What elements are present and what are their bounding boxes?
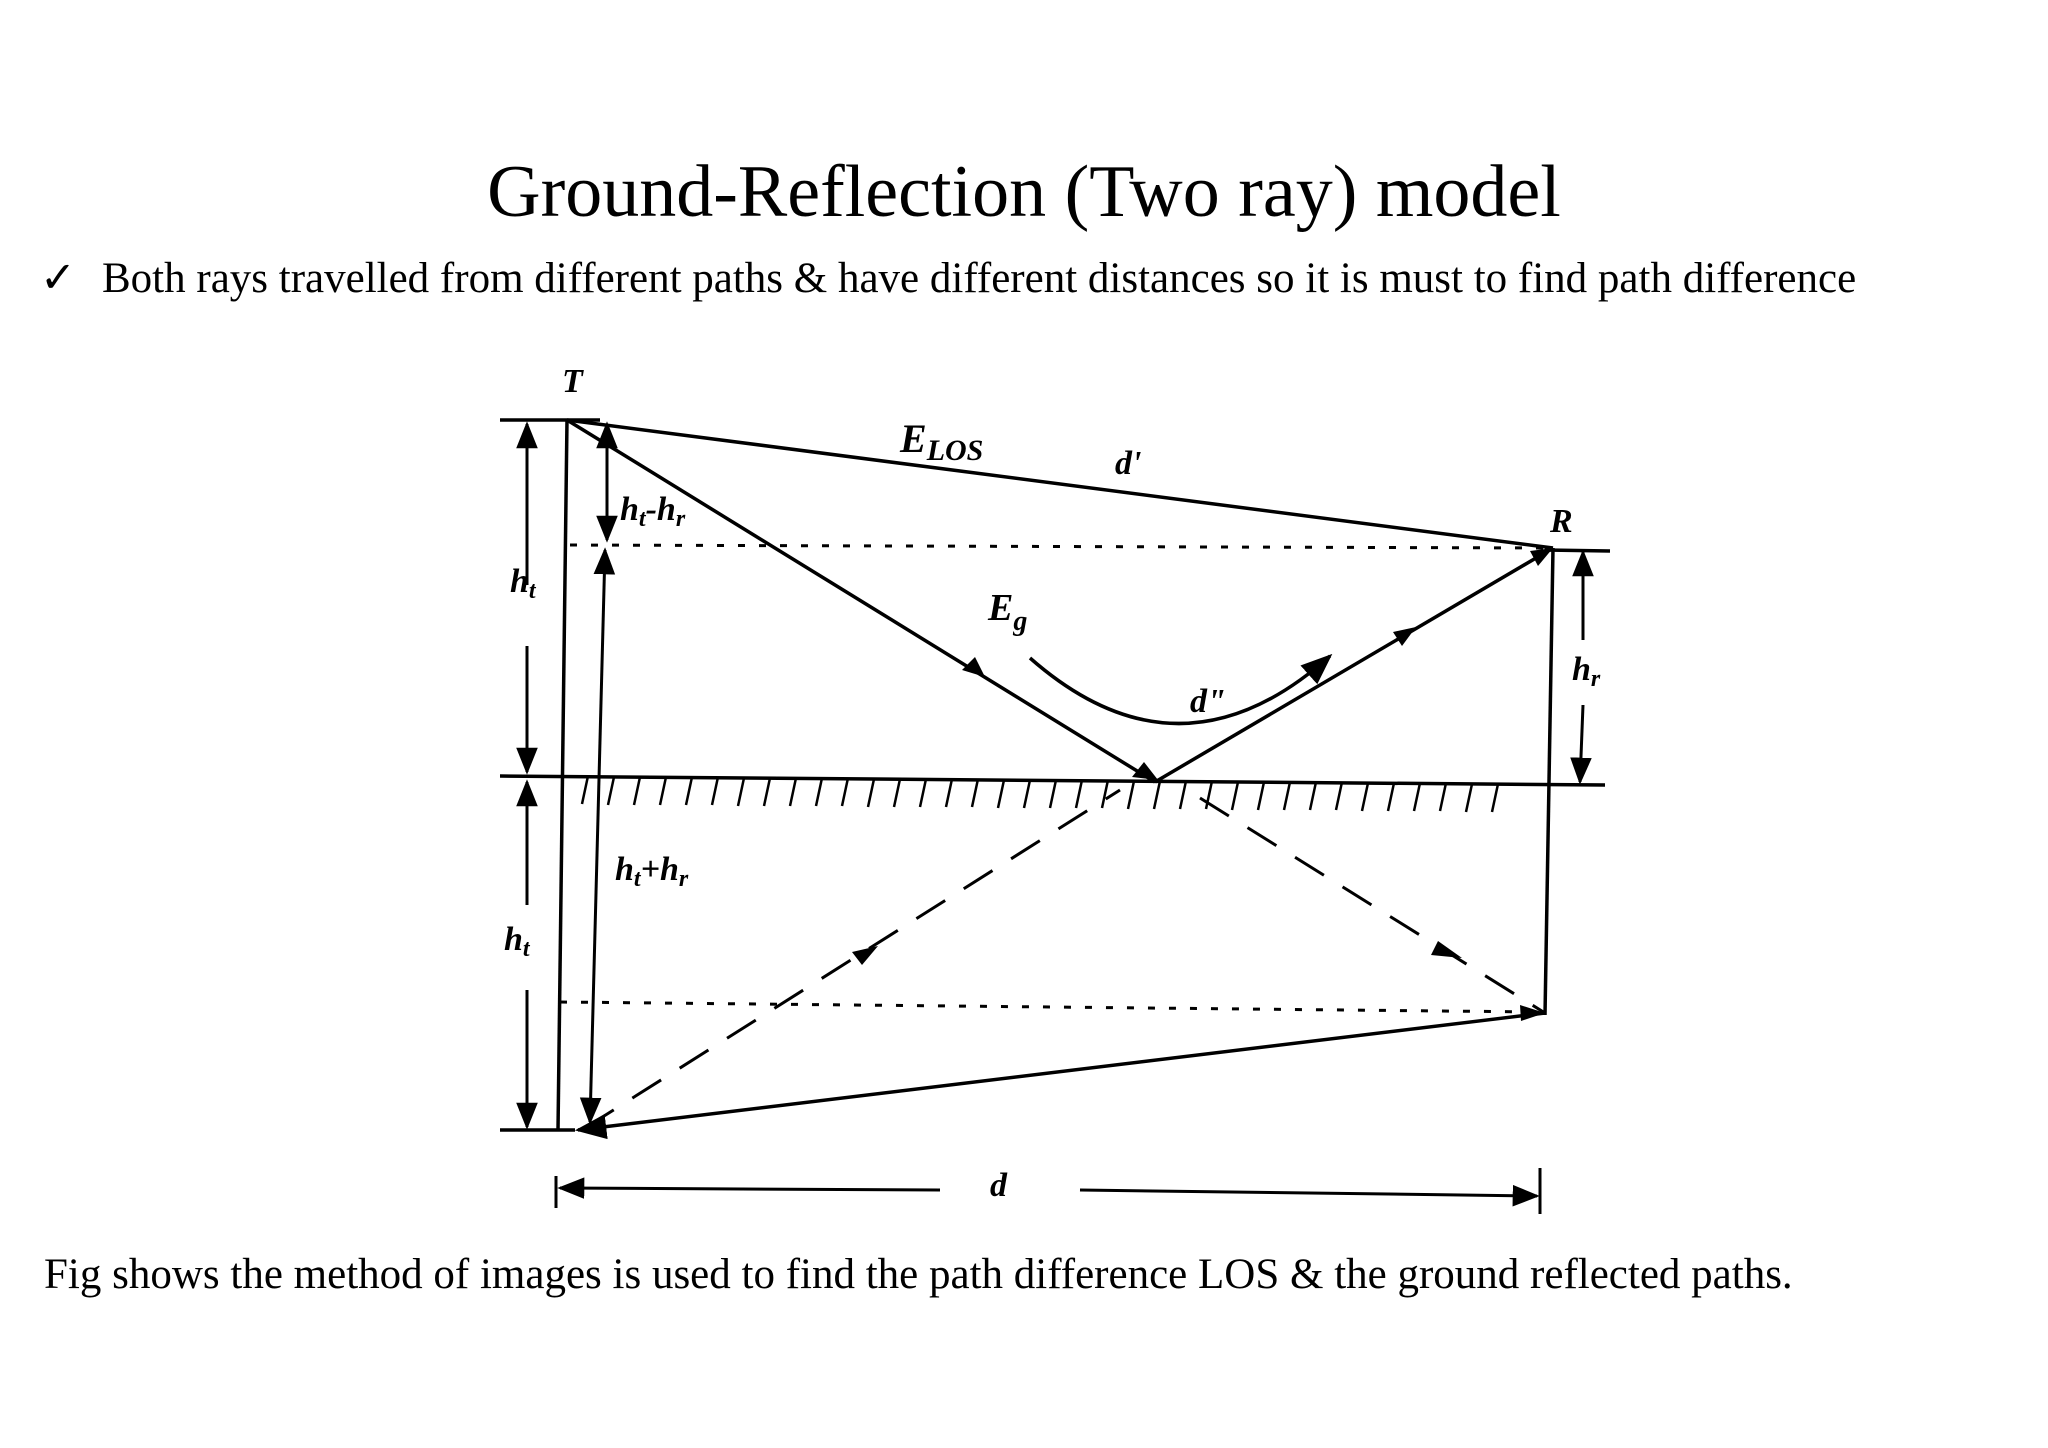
los-ray	[566, 418, 1554, 550]
reflected-ray	[1154, 546, 1554, 784]
label-los-distance: d'	[1115, 445, 1141, 482]
image-ray-down	[1199, 796, 1546, 1015]
transmitter-tower	[556, 419, 569, 1131]
label-los-field: ELOS	[899, 416, 983, 467]
label-hr: hr	[1572, 651, 1601, 692]
ray-arrowheads	[962, 548, 1553, 780]
label-separation: d	[990, 1167, 1008, 1204]
label-ht-minus-hr: ht-hr	[620, 491, 686, 532]
bullet-text: Both rays travelled from different paths…	[102, 255, 1857, 302]
d2-arrow	[1028, 653, 1333, 726]
incident-ray	[566, 418, 1156, 784]
image-reference-line	[559, 1000, 1541, 1014]
hr-reference-line	[569, 543, 1546, 550]
slide-title: Ground-Reflection (Two ray) model	[487, 151, 1561, 233]
image-ray-up	[584, 788, 1121, 1130]
checkmark-icon: ✓	[40, 255, 77, 302]
label-receiver: R	[1549, 503, 1573, 540]
image-los-ray	[574, 1011, 1546, 1140]
label-ht-plus-hr: ht+hr	[615, 851, 689, 892]
label-ground-distance: d"	[1190, 683, 1226, 720]
label-ht-upper: ht	[510, 563, 537, 604]
dimension-arrows	[516, 421, 1594, 1214]
label-transmitter: T	[562, 363, 584, 400]
figure-caption: Fig shows the method of images is used t…	[44, 1251, 1793, 1298]
receiver-tower	[1543, 547, 1555, 1016]
label-ht-lower: ht	[504, 921, 531, 962]
label-ground-field: Eg	[987, 587, 1027, 637]
